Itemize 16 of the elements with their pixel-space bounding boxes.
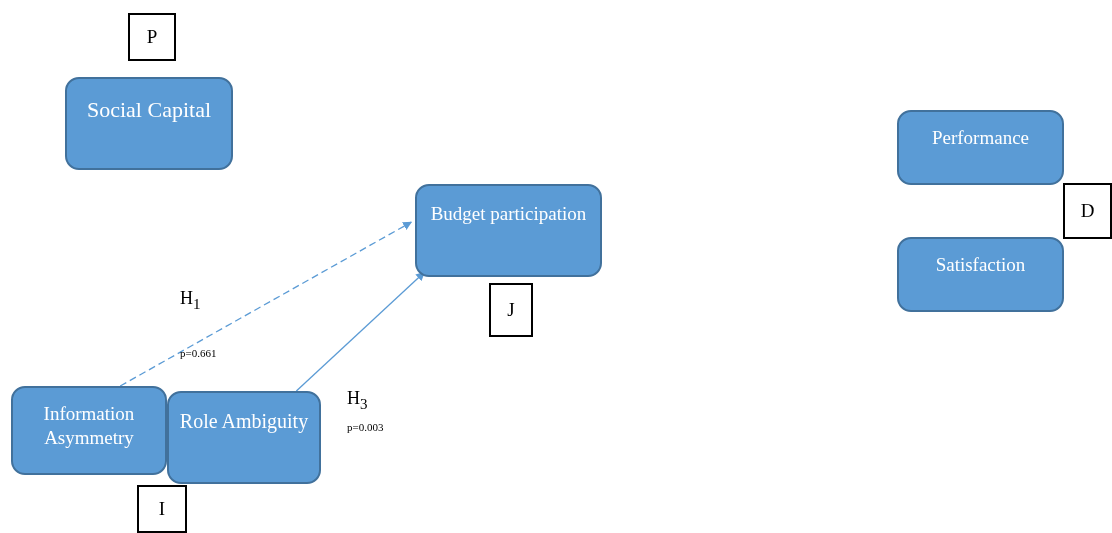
construct-box: Role Ambiguity (167, 391, 321, 484)
letter-box: P (128, 13, 176, 61)
construct-box: Information Asymmetry (11, 386, 167, 475)
letter-box: I (137, 485, 187, 533)
letter-box: D (1063, 183, 1112, 239)
hypothesis-label: H$_{3}$ (347, 388, 368, 413)
hypothesis-label: H$_{1}$ (180, 288, 201, 313)
arrow (295, 271, 425, 392)
construct-box: Social Capital (65, 77, 233, 170)
p-value-label: p=0.661 (180, 347, 217, 359)
p-value-label: p=0.003 (347, 421, 384, 433)
construct-box: Performance (897, 110, 1064, 185)
construct-box: Budget participation (415, 184, 602, 277)
letter-box: J (489, 283, 533, 337)
construct-box: Satisfaction (897, 237, 1064, 312)
arrow (119, 221, 413, 387)
